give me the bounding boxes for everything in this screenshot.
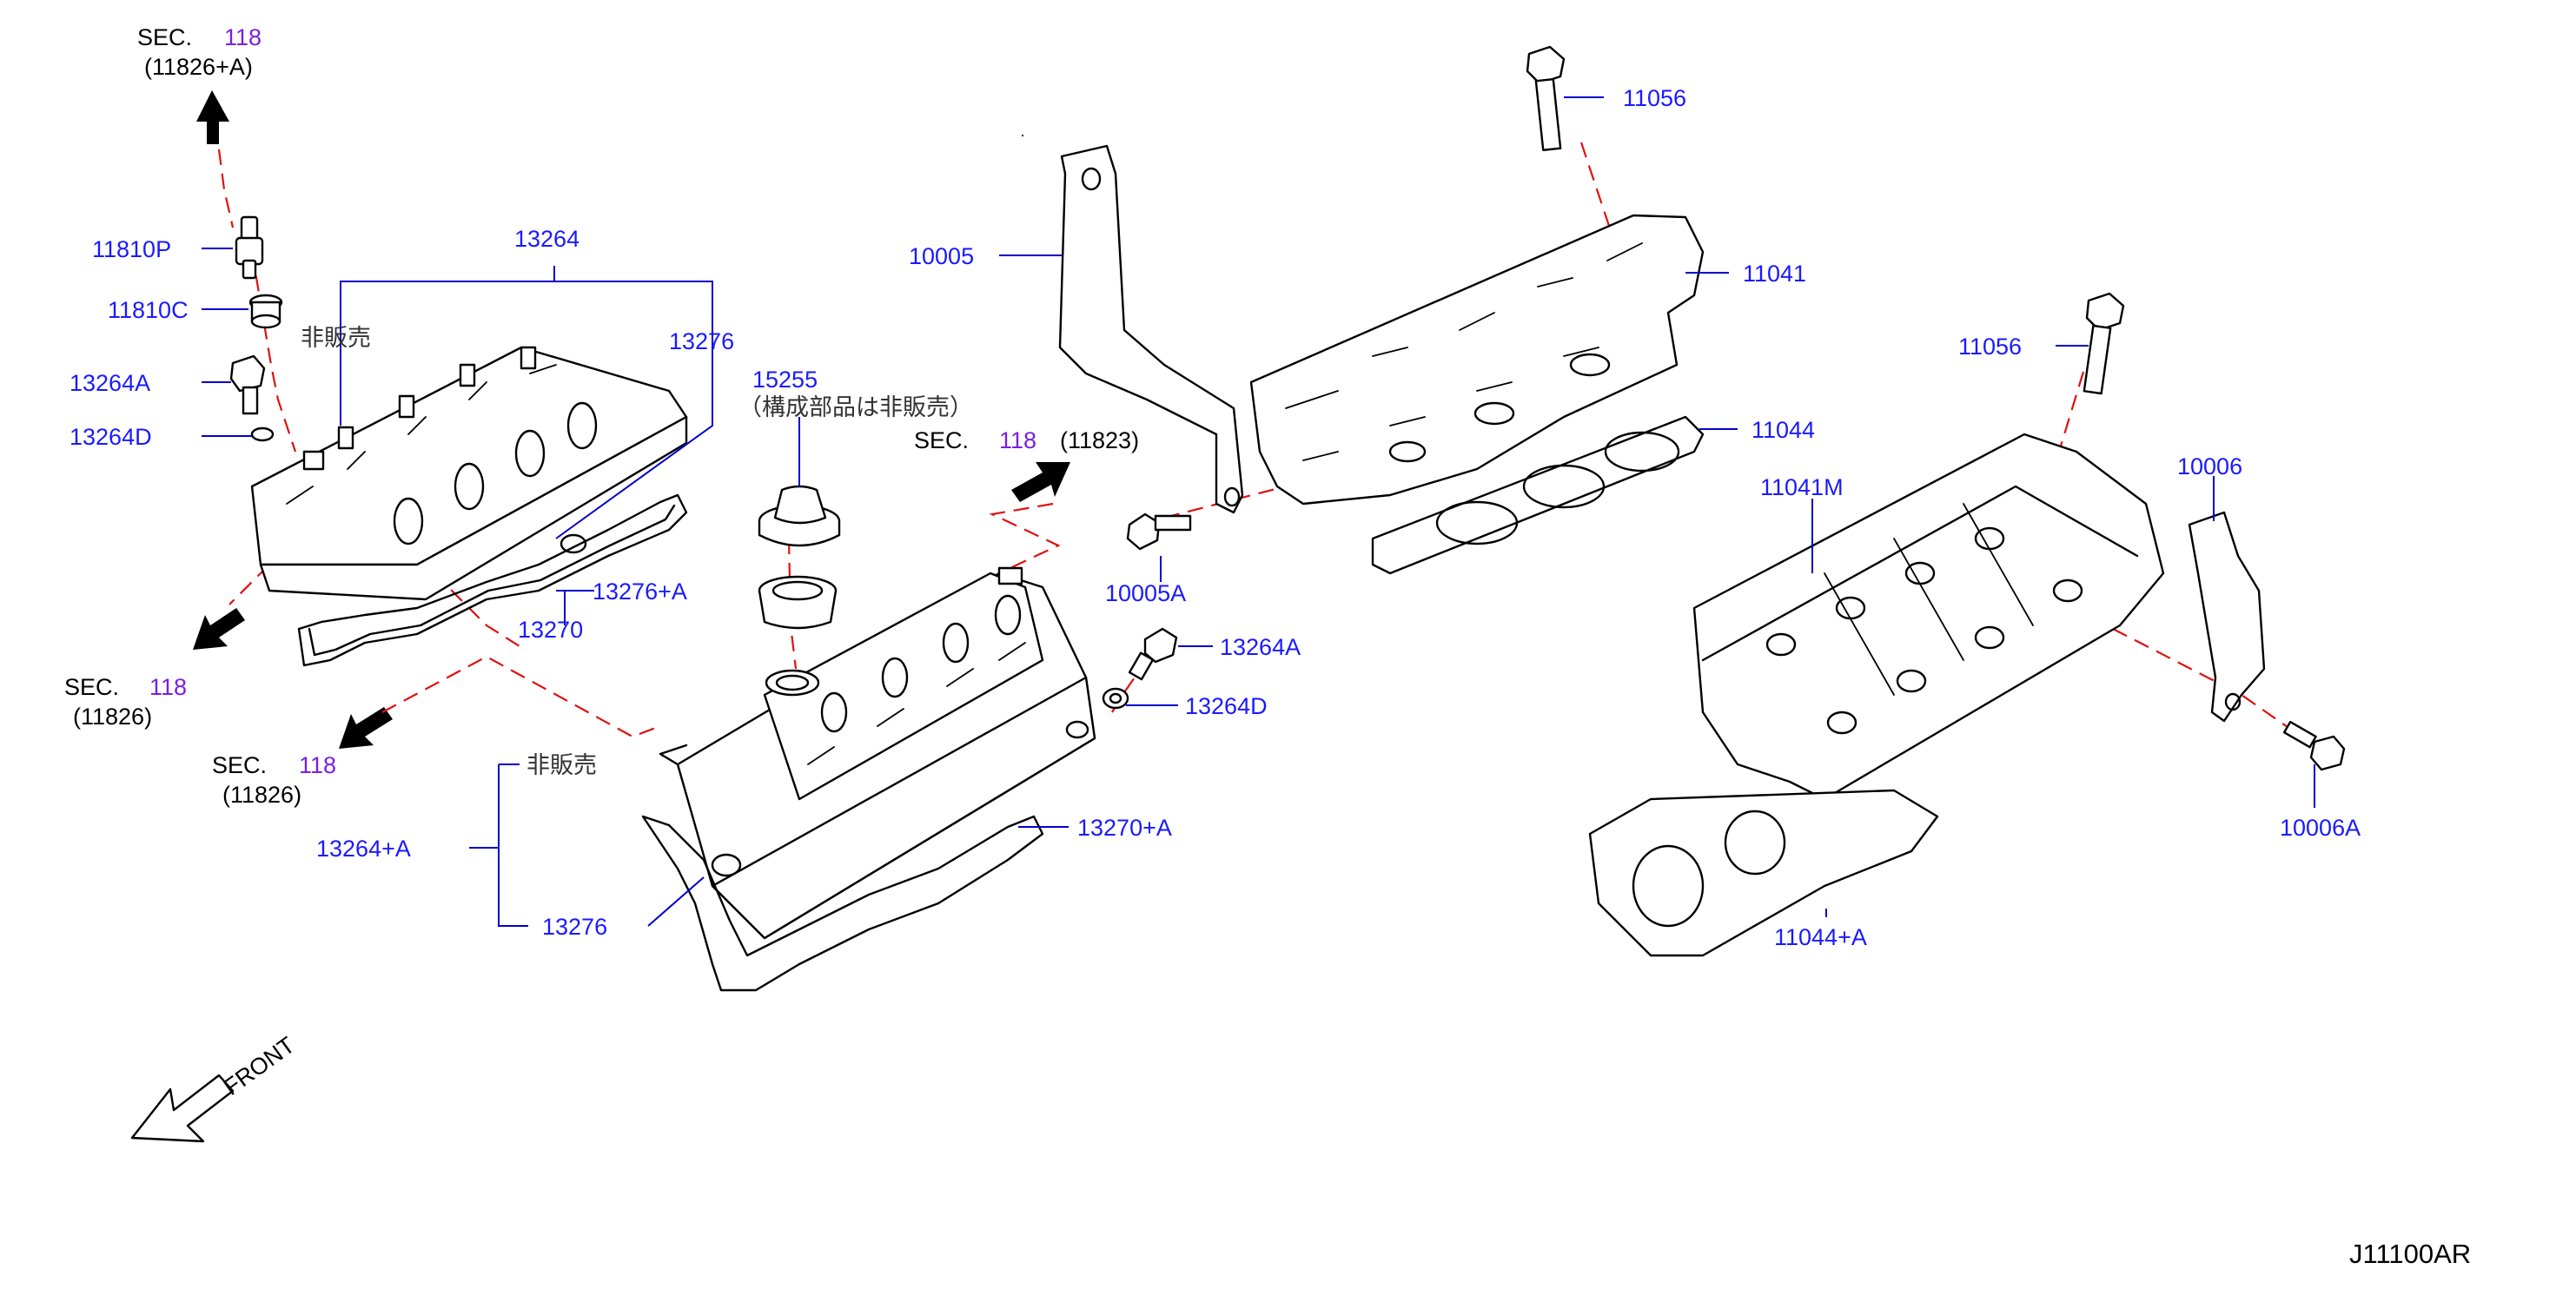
label-13264plusA[interactable]: 13264+A (316, 836, 411, 862)
label-13276-top[interactable]: 13276 (669, 328, 734, 354)
label-13264A-left[interactable]: 13264A (70, 370, 150, 396)
washer-13264D-right (1102, 687, 1129, 710)
label-13270A[interactable]: 13270+A (1077, 815, 1172, 841)
bolt-10005A (1126, 512, 1192, 551)
sec-label-4: SEC. (914, 427, 969, 453)
not-sold-label-2: 非販売 (526, 752, 597, 779)
label-15255-note: （構成部品は非販売） (738, 394, 973, 421)
sec-label-2: SEC. (64, 674, 119, 700)
gasket-13270plusA (641, 815, 1044, 992)
label-13270[interactable]: 13270 (518, 617, 583, 643)
oil-filler-cap-15255 (758, 485, 841, 547)
label-13264D-right[interactable]: 13264D (1185, 693, 1268, 719)
label-11810P[interactable]: 11810P (92, 236, 171, 262)
label-13264A-right[interactable]: 13264A (1220, 634, 1301, 660)
sec-ref-1: (11826+A) (144, 54, 253, 80)
rocker-cover-13264plusA (659, 566, 1096, 940)
sec-num-2[interactable]: 118 (149, 674, 187, 700)
sec-arrow-up-right (1011, 462, 1070, 502)
bolt-13264A-left (229, 354, 266, 415)
bolt-11056-top (1526, 45, 1566, 152)
front-arrow-icon (130, 1074, 235, 1143)
label-11044[interactable]: 11044 (1752, 417, 1815, 443)
label-13264D-left[interactable]: 13264D (70, 424, 152, 450)
sec-ref-4: (11823) (1060, 427, 1139, 453)
sec-label-3: SEC. (212, 752, 267, 778)
grommet-11810C (248, 294, 283, 329)
sec-arrow-down-left-2 (339, 707, 393, 749)
label-10005[interactable]: 10005 (909, 243, 974, 269)
bracket-10006 (2188, 511, 2266, 723)
bracket-10005 (1058, 144, 1244, 514)
label-15255[interactable]: 15255 (752, 367, 818, 393)
sec-ref-3: (11826) (222, 782, 301, 808)
label-11056-top[interactable]: 11056 (1623, 85, 1686, 111)
bolt-13264A-right (1128, 627, 1178, 681)
sec-ref-2: (11826) (73, 704, 152, 730)
sec-num-1[interactable]: 118 (224, 24, 262, 50)
diagram-code: J11100AR (2349, 1239, 2471, 1269)
bolt-10006A (2282, 720, 2346, 771)
cylinder-head-11041M (1692, 433, 2165, 801)
gasket-13270 (297, 493, 688, 667)
sec-arrow-up (196, 90, 229, 144)
head-gasket-11044 (1371, 415, 1705, 575)
label-13264[interactable]: 13264 (514, 226, 579, 252)
label-10005A[interactable]: 10005A (1105, 580, 1186, 606)
label-11810C[interactable]: 11810C (108, 297, 189, 323)
seal-13276A (758, 575, 838, 630)
sec-label-1: SEC. (137, 24, 192, 50)
label-11041[interactable]: 11041 (1743, 261, 1806, 287)
not-sold-label-1: 非販売 (301, 325, 371, 352)
label-11041M[interactable]: 11041M (1760, 474, 1844, 500)
leader-lines (202, 96, 2315, 927)
sec-arrow-down-left-1 (193, 608, 245, 650)
rocker-cover-13264 (250, 346, 688, 601)
bolt-11056-right (2083, 292, 2125, 395)
washer-13264D-left (250, 426, 275, 442)
pcv-valve-11810P (235, 215, 264, 280)
label-11056-right[interactable]: 11056 (1958, 334, 2022, 360)
front-label: FRONT (219, 1032, 300, 1101)
head-gasket-11044plusA (1588, 789, 1939, 957)
label-13276-bottom[interactable]: 13276 (542, 914, 607, 940)
label-13276A[interactable]: 13276+A (593, 578, 687, 605)
sec-num-4[interactable]: 118 (999, 427, 1036, 453)
cylinder-head-11041 (1249, 214, 1705, 506)
sec-num-3[interactable]: 118 (299, 752, 336, 778)
label-10006A[interactable]: 10006A (2280, 815, 2361, 841)
label-11044A[interactable]: 11044+A (1774, 924, 1867, 950)
label-10006[interactable]: 10006 (2177, 453, 2242, 479)
